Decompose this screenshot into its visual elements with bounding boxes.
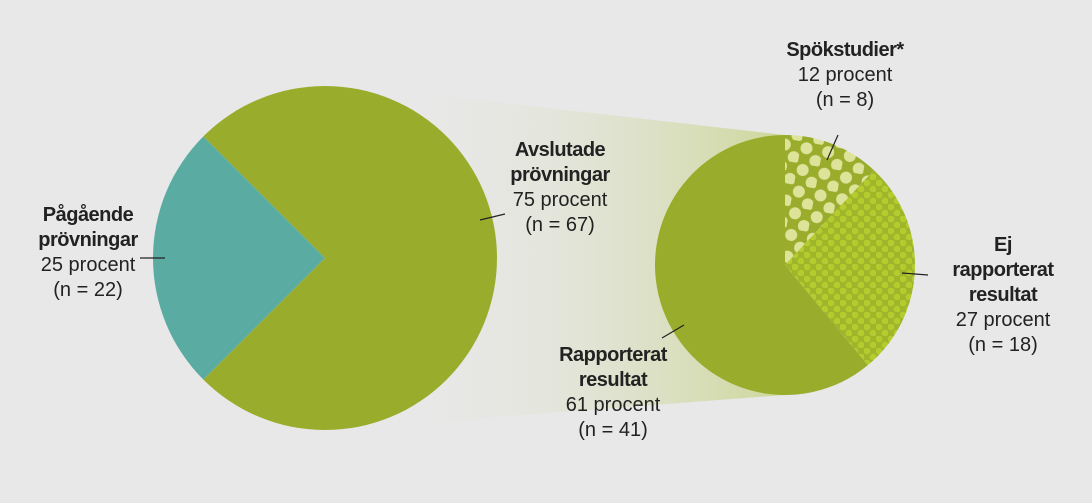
label-ej-rapporterat: Ej rapporterat resultat 27 procent (n = … [952, 234, 1054, 356]
leader-lines [140, 134, 929, 339]
slice-spokstudier [785, 135, 874, 265]
slice-pagaende [153, 136, 325, 380]
slice-rapporterat [655, 135, 868, 396]
label-spokstudier: Spökstudier* 12 procent (n = 8) [786, 39, 904, 111]
slice-ej-rapporterat [785, 170, 915, 366]
slice-avslutade [203, 86, 497, 430]
label-rapporterat: Rapporterat resultat 61 procent (n = 41) [559, 344, 667, 441]
